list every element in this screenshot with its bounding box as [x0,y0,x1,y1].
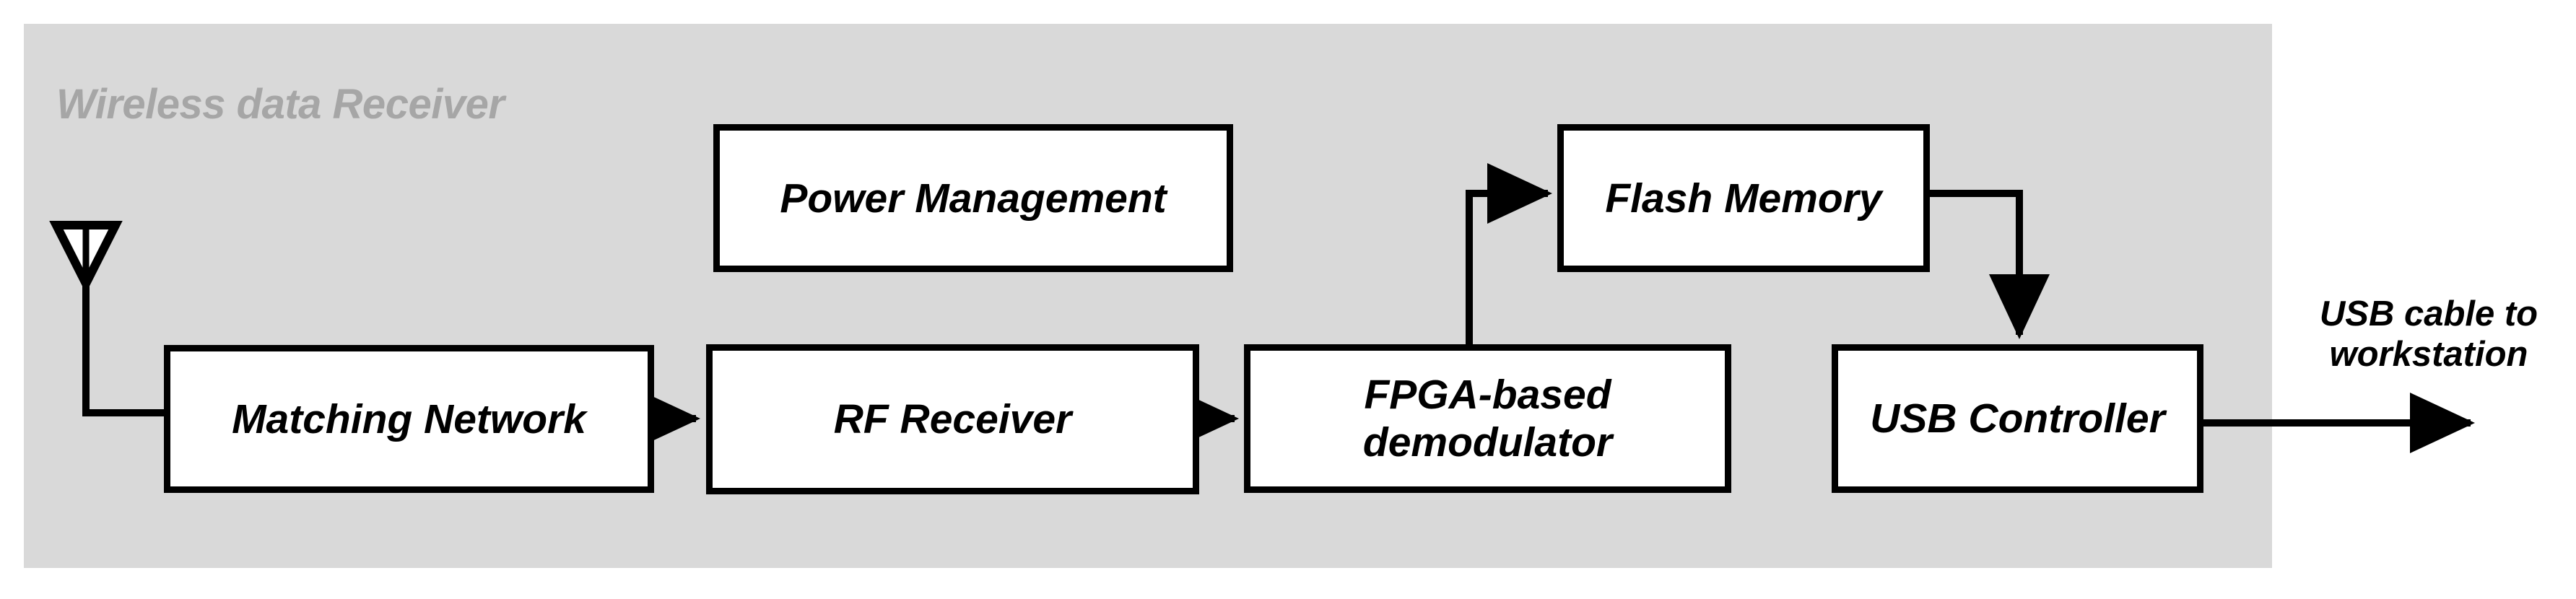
block-matching-network[interactable]: Matching Network [164,345,654,493]
block-rf-receiver[interactable]: RF Receiver [706,344,1199,494]
block-flash-memory[interactable]: Flash Memory [1557,124,1930,272]
block-power-management-label: Power Management [780,175,1167,222]
connector-flash-memory-to-usb-controller [1930,190,2050,340]
usb-cable-note: USB cable to workstation [2319,294,2538,374]
block-matching-network-label: Matching Network [232,395,586,442]
connector-antenna-to-matching-network [82,281,166,416]
connector-fpga-demodulator-to-flash-memory [1466,163,1553,344]
block-flash-memory-label: Flash Memory [1605,175,1882,222]
block-rf-receiver-label: RF Receiver [833,396,1072,442]
block-fpga-demodulator-label: FPGA-based demodulator [1362,372,1613,465]
enclosure-title: Wireless data Receiver [56,81,505,128]
antenna-icon [49,221,123,294]
block-usb-controller-label: USB Controller [1870,395,2165,442]
block-usb-controller[interactable]: USB Controller [1832,344,2203,493]
block-power-management[interactable]: Power Management [713,124,1233,272]
block-fpga-demodulator[interactable]: FPGA-based demodulator [1244,344,1731,493]
